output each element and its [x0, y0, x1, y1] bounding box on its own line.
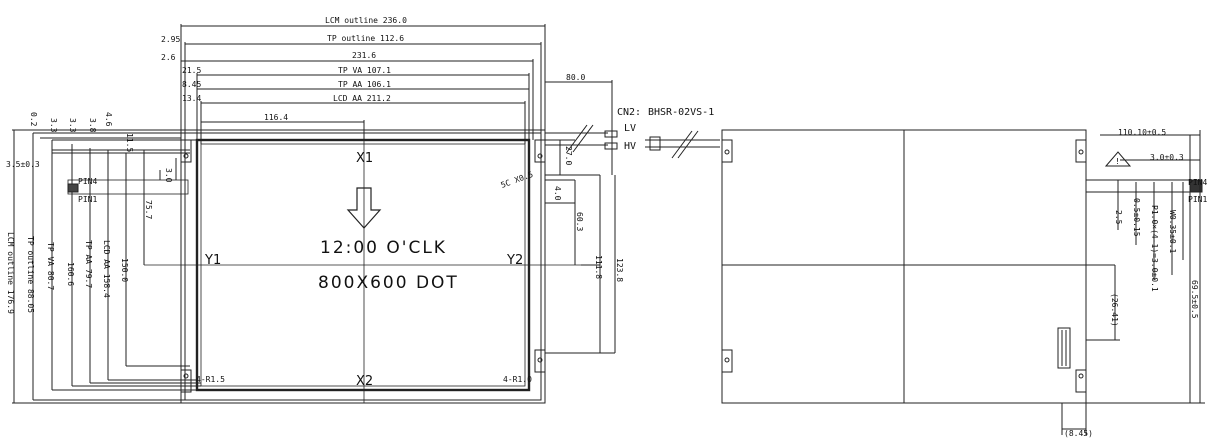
label-pin4-rear: PIN4 [1188, 178, 1207, 187]
dim-left-26: 2.6 [161, 53, 176, 62]
dim-r1101: 110.10±0.5 [1118, 128, 1166, 137]
resolution-text: 800X600 DOT [318, 273, 459, 293]
dim-02: 0.2 [29, 112, 38, 127]
dim-1164: 116.4 [264, 113, 288, 122]
dim-40: 4.0 [553, 186, 562, 201]
dim-lcm-outline: LCM outline 236.0 [325, 16, 407, 25]
dim-1500: 150.0 [120, 258, 129, 282]
dim-tp-va: TP VA 107.1 [338, 66, 391, 75]
label-pin1-rear: PIN1 [1188, 195, 1207, 204]
dim-rp1: P1.0×(4-1)=3.0±0.1 [1150, 205, 1159, 292]
dim-115: 11.5 [125, 133, 134, 152]
label-pin4: PIN4 [78, 177, 97, 186]
dim-tp-aa-v: TP AA 79.7 [84, 240, 93, 288]
tp-outline [184, 132, 542, 401]
dim-r05: 0.5±0.15 [1132, 198, 1141, 237]
dim-rw: W0.35±0.1 [1168, 210, 1177, 254]
dim-r25: 2.5 [1114, 210, 1123, 225]
dim-46: 4.6 [104, 112, 113, 127]
dim-tp-va-v: TP VA 80.7 [46, 242, 55, 290]
dim-33b: 3.3 [68, 118, 77, 133]
dim-r2641: (26.41) [1110, 293, 1119, 327]
dim-603: 60.3 [575, 212, 584, 231]
dim-757: 75.7 [144, 200, 153, 219]
dim-left-215: 21.5 [182, 66, 201, 75]
dim-800: 80.0 [566, 73, 585, 82]
dim-231: 231.6 [352, 51, 376, 60]
label-bhsr: BHSR-02VS-1 [648, 107, 714, 118]
dim-lcd-aa: LCD AA 211.2 [333, 94, 391, 103]
label-cn2: CN2: [617, 107, 641, 118]
label-hv: HV [624, 141, 636, 152]
dim-tp-aa: TP AA 106.1 [338, 80, 391, 89]
dim-lcm-outline-v: LCM outline 176.9 [6, 232, 15, 314]
label-lv: LV [624, 123, 636, 134]
dim-tp-outline-v: TP outline 88.05 [26, 236, 35, 313]
label-x2: X2 [356, 374, 373, 389]
label-y1: Y1 [204, 253, 221, 268]
warn-symbol: ! [1115, 157, 1120, 166]
label-pin1: PIN1 [78, 195, 97, 204]
dim-left-295: 2.95 [161, 35, 180, 44]
orientation-text: 12:00 O'CLK [320, 238, 447, 258]
dim-1606: 160.6 [66, 262, 75, 286]
dim-lcd-aa-v: LCD AA 158.4 [102, 240, 111, 298]
dim-left-134: 13.4 [182, 94, 201, 103]
dim-r30: 3.0±0.3 [1150, 153, 1184, 162]
dim-4r1: 4-R1.0 [503, 375, 532, 384]
dim-38: 3.8 [88, 118, 97, 133]
dim-left-845: 8.45 [182, 80, 201, 89]
dim-r695: 69.5±0.5 [1190, 280, 1199, 319]
dim-35: 3.5±0.3 [6, 160, 40, 169]
label-y2: Y2 [506, 253, 523, 268]
dim-33: 3.3 [49, 118, 58, 133]
dim-270: 27.0 [564, 146, 573, 165]
dim-r845: (8.45) [1064, 429, 1093, 438]
dim-1238: 123.8 [615, 258, 624, 282]
dim-1118: 111.8 [594, 255, 603, 279]
dim-tp-outline: TP outline 112.6 [327, 34, 404, 43]
dim-30: 3.0 [164, 168, 173, 183]
label-x1: X1 [356, 151, 373, 166]
dim-4r15: 4-R1.5 [196, 375, 225, 384]
lcm-outline [180, 129, 546, 404]
